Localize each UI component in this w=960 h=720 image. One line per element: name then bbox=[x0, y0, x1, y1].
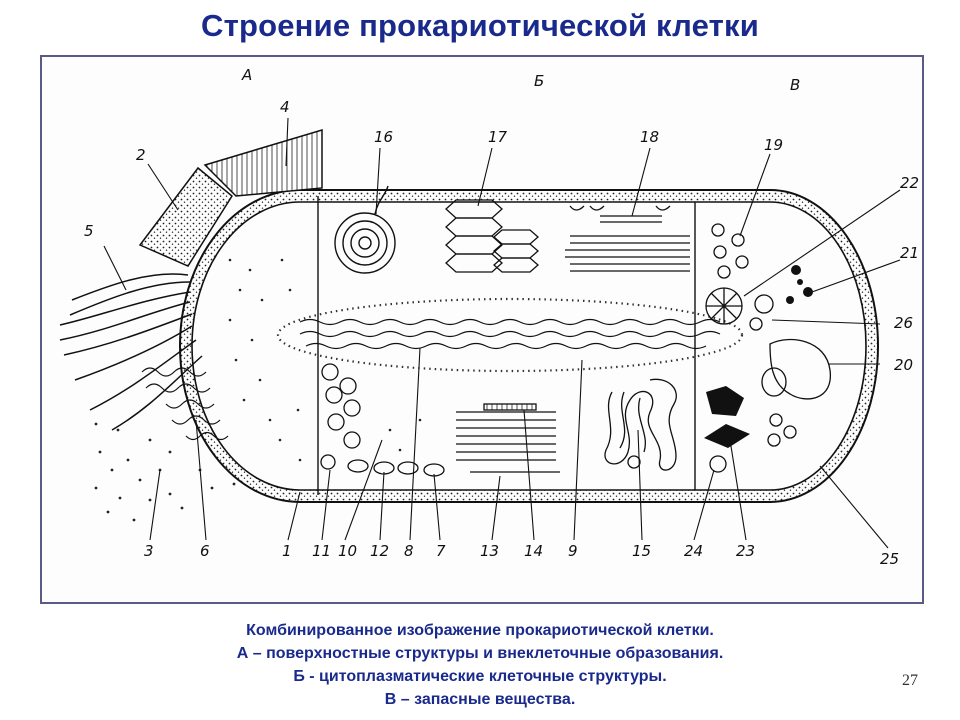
extracellular-granules bbox=[94, 422, 236, 522]
label-17: 17 bbox=[488, 128, 508, 146]
fimbriae bbox=[141, 367, 229, 441]
leader-lines bbox=[103, 117, 901, 549]
label-3: 3 bbox=[144, 542, 154, 560]
intracytoplasmic-membranes bbox=[456, 403, 560, 473]
label-26: 26 bbox=[894, 314, 913, 332]
label-16: 16 bbox=[374, 128, 393, 146]
caption-line-1: Комбинированное изображение прокариотиче… bbox=[246, 622, 714, 639]
s-layer bbox=[203, 128, 323, 197]
label-21: 21 bbox=[900, 244, 919, 262]
page-number: 27 bbox=[902, 672, 918, 689]
label-1: 1 bbox=[282, 542, 292, 560]
nucleoid bbox=[276, 297, 744, 373]
label-13: 13 bbox=[480, 542, 499, 560]
polyphosphate-granules bbox=[704, 265, 813, 448]
label-20: 20 bbox=[894, 356, 913, 374]
label-22: 22 bbox=[900, 174, 919, 192]
label-18: 18 bbox=[640, 128, 659, 146]
label-14: 14 bbox=[524, 542, 543, 560]
label-15: 15 bbox=[632, 542, 651, 560]
caption-line-4: В – запасные вещества. bbox=[384, 691, 576, 708]
label-10: 10 bbox=[338, 542, 357, 560]
label-11: 11 bbox=[312, 542, 331, 560]
caption-line-3: Б - цитоплазматические клеточные структу… bbox=[293, 668, 667, 685]
label-7: 7 bbox=[436, 542, 446, 560]
photosynthetic-lamellae bbox=[565, 205, 690, 272]
capsule-layer bbox=[138, 166, 233, 267]
label-23: 23 bbox=[736, 542, 755, 560]
label-4: 4 bbox=[280, 98, 290, 116]
convoluted-membrane bbox=[604, 378, 677, 471]
slide-title: Строение прокариотической клетки bbox=[200, 8, 759, 43]
label-2: 2 bbox=[136, 146, 146, 164]
label-24: 24 bbox=[684, 542, 703, 560]
zone-v-label: В bbox=[790, 76, 800, 94]
flagella bbox=[59, 273, 203, 431]
label-5: 5 bbox=[84, 222, 94, 240]
storage-granules bbox=[705, 223, 831, 473]
label-19: 19 bbox=[764, 136, 783, 154]
label-12: 12 bbox=[370, 542, 389, 560]
mesosome-spiral bbox=[334, 185, 396, 274]
label-8: 8 bbox=[404, 542, 414, 560]
zone-a-label: А bbox=[241, 66, 252, 84]
label-6: 6 bbox=[200, 542, 210, 560]
label-25: 25 bbox=[880, 550, 899, 568]
label-9: 9 bbox=[568, 542, 578, 560]
cytoplasmic-membrane bbox=[191, 201, 867, 491]
zone-b-label: Б bbox=[534, 72, 544, 90]
figure-caption: Комбинированное изображение прокариотиче… bbox=[0, 619, 960, 711]
gas-vacuole-stack bbox=[445, 199, 539, 273]
ribosomes bbox=[228, 258, 422, 462]
caption-line-2: А – поверхностные структуры и внеклеточн… bbox=[236, 645, 724, 662]
